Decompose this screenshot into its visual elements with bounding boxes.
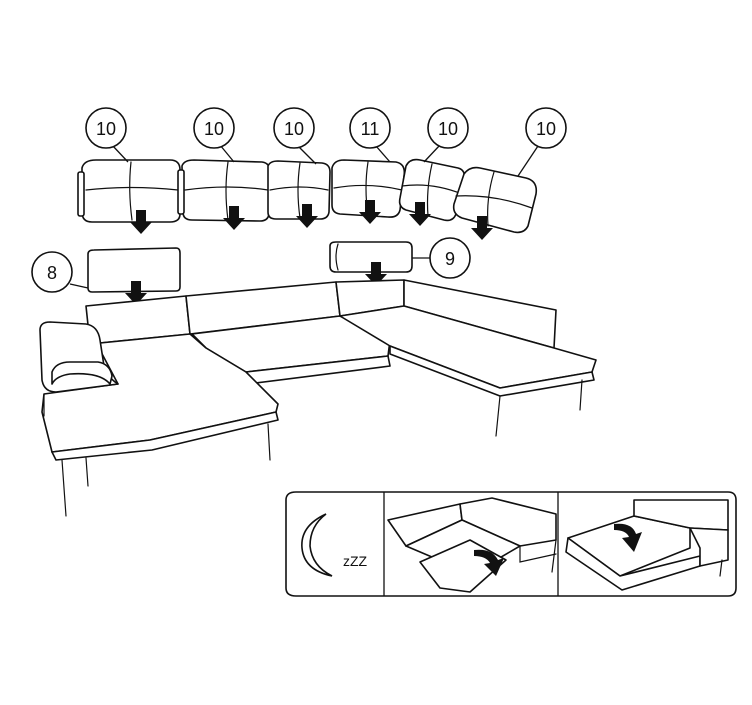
- back-cushion-10-c: [267, 160, 331, 220]
- callout-cushion-4: 11: [349, 107, 391, 163]
- sleep-step-1-illustration: [387, 497, 557, 593]
- callout-headrest-left: 8: [31, 251, 89, 293]
- back-cushion-11: [331, 159, 406, 218]
- callout-number: 9: [445, 249, 455, 269]
- callout-cushion-6: 10: [517, 107, 567, 177]
- sleep-step-2-illustration: [565, 499, 729, 591]
- callout-cushion-5: 10: [423, 107, 469, 163]
- callout-number: 10: [536, 119, 556, 139]
- back-cushion-10-b: [177, 159, 271, 222]
- curved-arrow-icon: [614, 523, 642, 552]
- callout-cushion-1: 10: [85, 107, 129, 163]
- callout-cushion-3: 10: [273, 107, 317, 165]
- callout-number: 10: [204, 119, 224, 139]
- down-arrow-icon: [223, 206, 245, 230]
- sleep-function-panel: zZZ: [285, 491, 737, 597]
- down-arrow-icon: [409, 202, 431, 226]
- callout-headrest-right: 9: [412, 237, 471, 279]
- callout-number: 10: [96, 119, 116, 139]
- back-cushion-row: [77, 158, 538, 240]
- callout-number: 10: [438, 119, 458, 139]
- down-arrow-icon: [296, 204, 318, 228]
- back-cushion-10-e: [452, 166, 538, 234]
- callout-number: 8: [47, 263, 57, 283]
- down-arrow-icon: [471, 216, 493, 240]
- callout-number: 11: [361, 119, 380, 139]
- u-shaped-sofa: [39, 279, 597, 517]
- callout-number: 10: [284, 119, 304, 139]
- down-arrow-icon: [130, 210, 152, 234]
- curved-arrow-icon: [474, 549, 504, 576]
- crescent-moon-icon: [301, 513, 333, 577]
- down-arrow-icon: [125, 281, 147, 305]
- headrest-left: [87, 247, 181, 305]
- callout-cushion-2: 10: [193, 107, 235, 163]
- back-cushion-10-a: [77, 159, 181, 223]
- down-arrow-icon: [359, 200, 381, 224]
- sleep-label: zZZ: [343, 553, 368, 569]
